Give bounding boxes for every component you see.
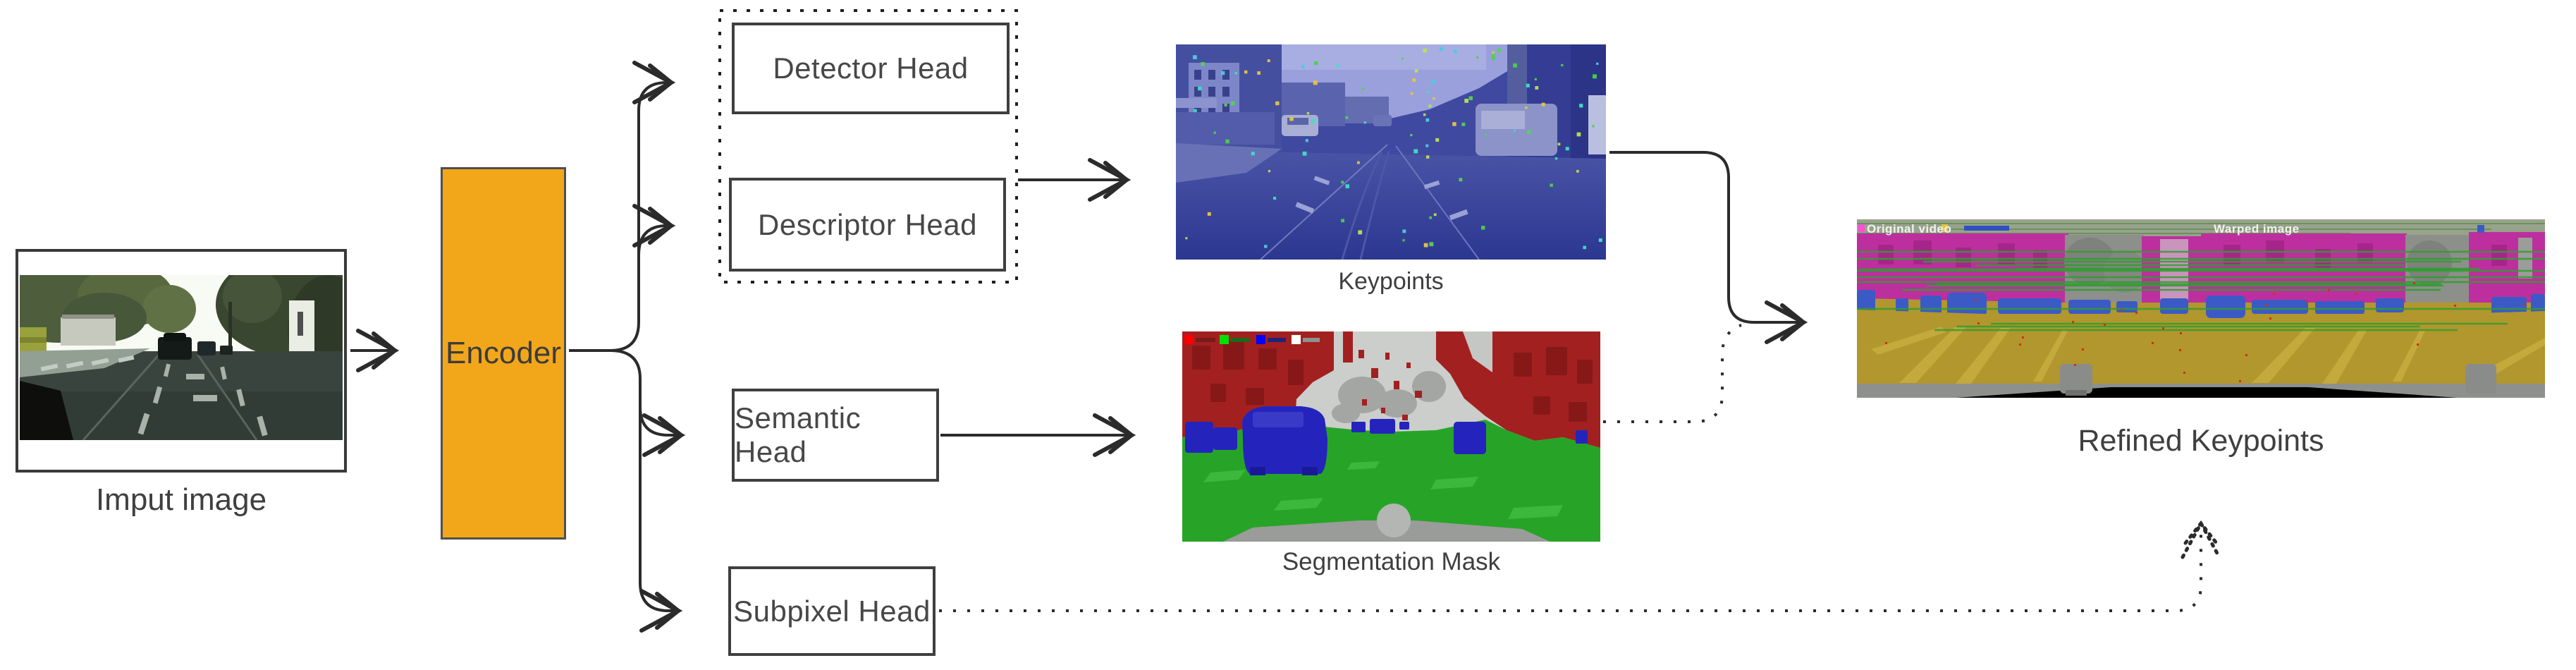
detector-head-label: Detector Head	[773, 51, 969, 85]
input-image-frame	[16, 249, 347, 473]
refined-legend-marks	[1858, 224, 2484, 233]
input-image-caption: Imput image	[95, 482, 267, 517]
dotted-segmentation-to-refined	[1603, 324, 1742, 423]
semantic-head-box: Semantic Head	[732, 389, 939, 482]
keypoints-overlay-image	[1176, 44, 1606, 260]
subpixel-head-box: Subpixel Head	[728, 566, 936, 656]
arrow-encoder-to-detector	[610, 61, 676, 352]
match-lines	[1857, 250, 2545, 382]
refined-keypoints-image: Original video Warped image	[1857, 219, 2545, 398]
arrow-keypoints-to-refined	[1609, 151, 1808, 344]
subpixel-head-label: Subpixel Head	[733, 594, 931, 628]
segmentation-mask-image	[1182, 331, 1600, 542]
segmentation-mask-caption: Segmentation Mask	[1282, 548, 1501, 575]
input-image-photo	[20, 275, 343, 440]
detector-descriptor-group-border	[718, 9, 1018, 284]
semantic-head-label: Semantic Head	[735, 401, 861, 468]
descriptor-head-label: Descriptor Head	[758, 207, 977, 241]
encoder-block: Encoder	[441, 167, 566, 540]
keypoints-caption: Keypoints	[1338, 268, 1444, 295]
refined-keypoints-caption: Refined Keypoints	[2078, 424, 2324, 458]
arrow-encoder-to-subpixel	[610, 349, 683, 633]
segmentation-mask-svg	[1182, 331, 1600, 542]
keypoints-image	[1176, 44, 1606, 260]
keypoint-dots	[1185, 47, 1602, 250]
arrow-encoder-to-semantic	[639, 406, 686, 457]
segmentation-legend	[1184, 335, 1320, 344]
detector-head-box: Detector Head	[732, 23, 1010, 114]
descriptor-head-box: Descriptor Head	[729, 178, 1006, 272]
refined-overlay-right-label: Warped image	[2214, 222, 2300, 236]
encoder-label: Encoder	[446, 336, 561, 370]
street-scene-image	[20, 275, 343, 440]
arrow-encoder-to-descriptor	[632, 204, 676, 256]
dotted-subpixel-to-refined	[939, 523, 2201, 612]
refined-overlay-left-label: Original video	[1867, 222, 1952, 236]
refined-keypoints-svg	[1857, 219, 2545, 398]
